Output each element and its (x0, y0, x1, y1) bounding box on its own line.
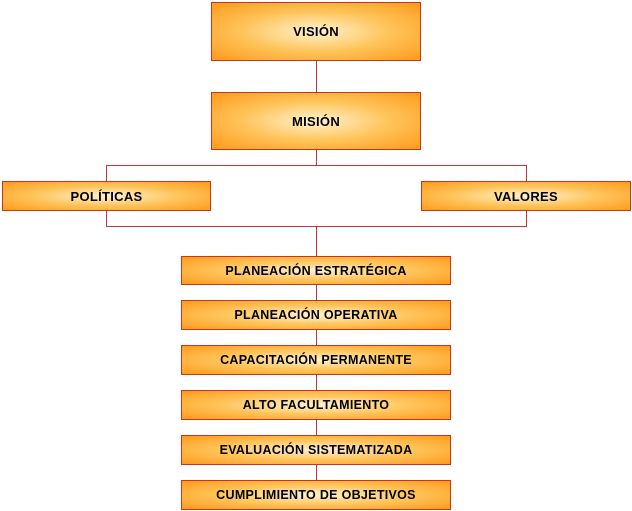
connector-mision-split (316, 149, 317, 165)
mision-box: MISIÓN (211, 92, 421, 150)
connector-to-steps (316, 226, 317, 256)
step-evaluacion-sistematizada: EVALUACIÓN SISTEMATIZADA (181, 435, 451, 465)
connector-vision-mision (316, 60, 317, 92)
connector-step-1-2 (316, 284, 317, 300)
step-planeacion-estrategica: PLANEACIÓN ESTRATÉGICA (181, 256, 451, 285)
connector-left-down (106, 165, 107, 181)
connector-step-5-6 (316, 464, 317, 480)
connector-right-up (526, 210, 527, 226)
step-alto-facultamiento: ALTO FACULTAMIENTO (181, 390, 451, 420)
connector-right-down (526, 165, 527, 181)
vision-box: VISIÓN (211, 2, 421, 61)
connector-step-3-4 (316, 374, 317, 390)
step-planeacion-operativa: PLANEACIÓN OPERATIVA (181, 300, 451, 330)
connector-top-horizontal (106, 165, 527, 166)
valores-box: VALORES (421, 181, 631, 211)
step-capacitacion-permanente: CAPACITACIÓN PERMANENTE (181, 345, 451, 375)
connector-step-2-3 (316, 329, 317, 345)
step-cumplimiento-de-objetivos: CUMPLIMIENTO DE OBJETIVOS (181, 480, 451, 510)
connector-left-up (106, 210, 107, 226)
connector-step-4-5 (316, 419, 317, 435)
politicas-box: POLÍTICAS (2, 181, 211, 211)
